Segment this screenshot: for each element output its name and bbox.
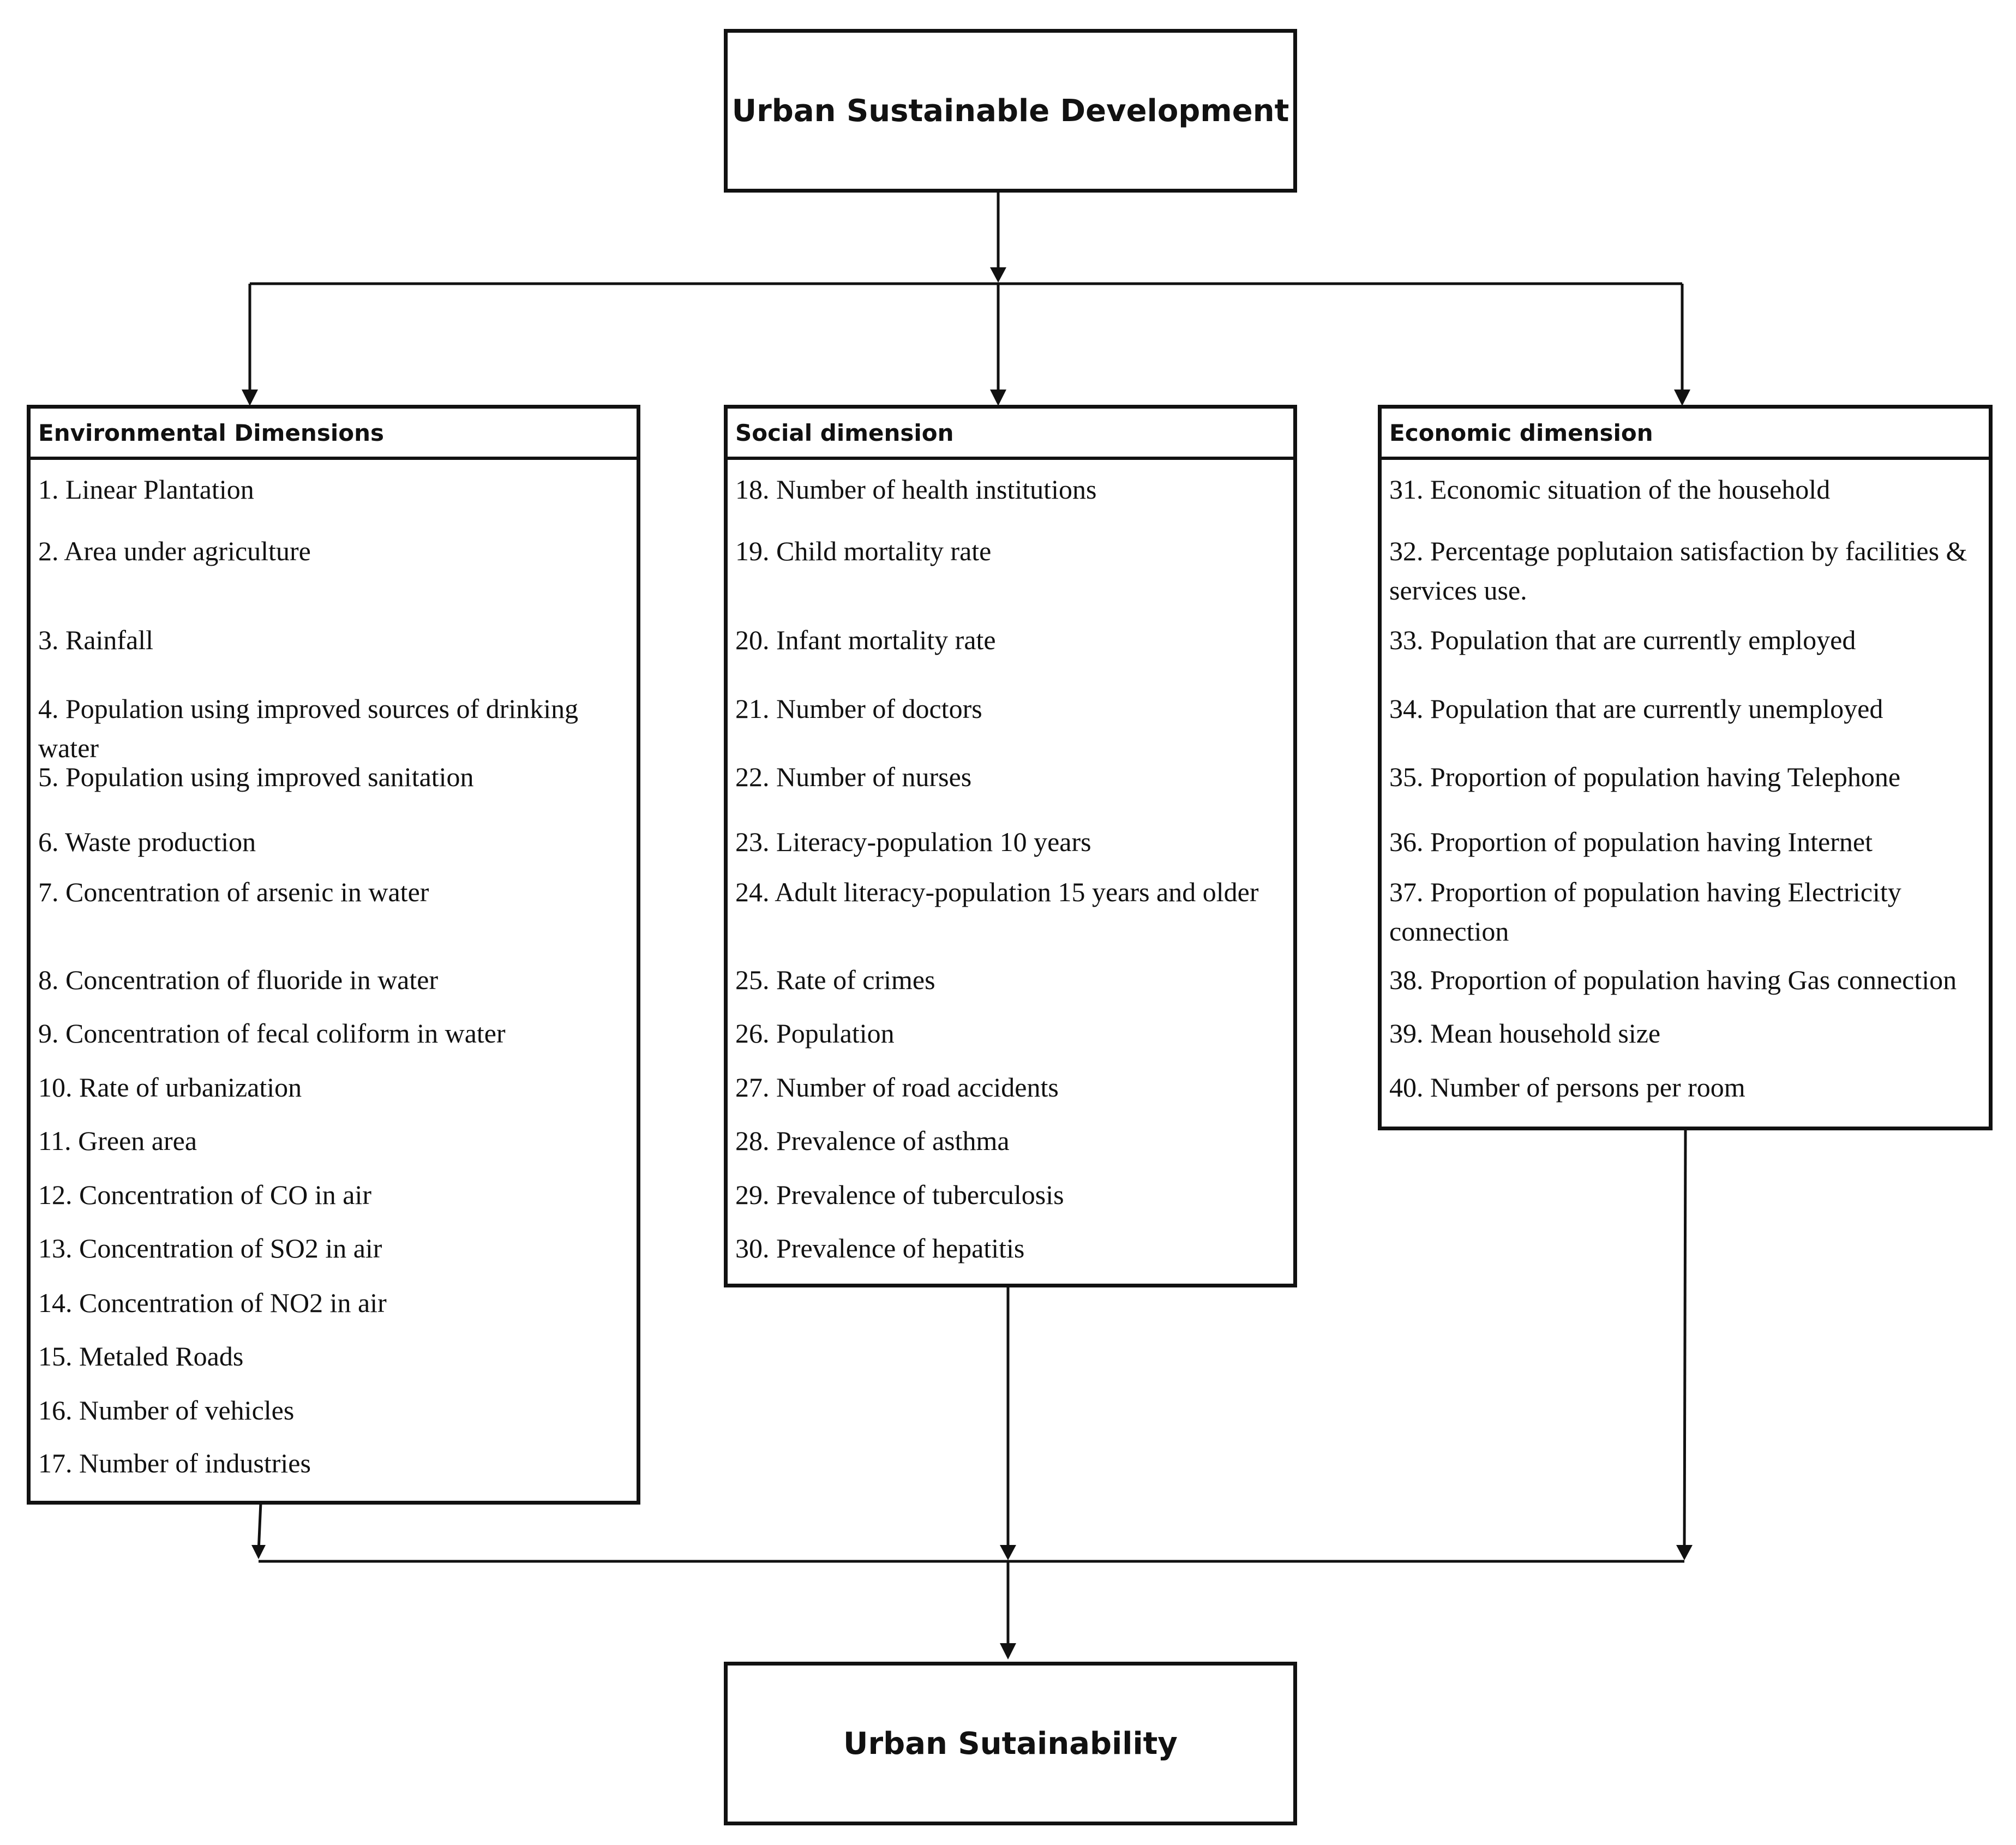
environmental-dimension-box: Environmental Dimensions 1. Linear Plant…	[27, 405, 640, 1505]
indicator-item: 6. Waste production	[38, 826, 256, 857]
indicator-item: 5. Population using improved sanitation	[38, 762, 474, 792]
indicator-item: 40. Number of persons per room	[1389, 1072, 1745, 1103]
line-from-environmental	[257, 1502, 262, 1552]
arrowhead-bottom	[1000, 1643, 1016, 1660]
indicator-item: 1. Linear Plantation	[38, 474, 254, 505]
indicator-item: 2. Area under agriculture	[38, 536, 311, 566]
indicator-item: 11. Green area	[38, 1125, 197, 1156]
indicator-item: 33. Population that are currently employ…	[1389, 625, 1856, 655]
indicator-item: 31. Economic situation of the household	[1389, 474, 1831, 505]
indicator-item: 39. Mean household size	[1389, 1018, 1661, 1049]
indicator-item: 38. Proportion of population having Gas …	[1389, 965, 1957, 995]
economic-dimension-box: Economic dimension 31. Economic situatio…	[1378, 405, 1993, 1130]
bottom-node-title: Urban Sutainability	[843, 1726, 1178, 1762]
arrowhead-top	[990, 267, 1006, 283]
indicator-item: 9. Concentration of fecal coliform in wa…	[38, 1018, 506, 1049]
social-dimension-box: Social dimension 18. Number of health in…	[724, 405, 1297, 1287]
indicator-item: 18. Number of health institutions	[735, 474, 1097, 505]
indicator-item: 14. Concentration of NO2 in air	[38, 1287, 387, 1318]
indicator-item: 28. Prevalence of asthma	[735, 1125, 1010, 1156]
indicator-item: 7. Concentration of arsenic in water	[38, 877, 429, 907]
indicator-item: 27. Number of road accidents	[735, 1072, 1059, 1103]
social-dimension-title: Social dimension	[728, 409, 1293, 460]
indicator-item: 12. Concentration of CO in air	[38, 1179, 371, 1210]
indicator-item: 29. Prevalence of tuberculosis	[735, 1179, 1064, 1210]
bottom-node: Urban Sutainability	[724, 1662, 1297, 1825]
indicator-item: 25. Rate of crimes	[735, 965, 935, 995]
indicator-item: 36. Proportion of population having Inte…	[1389, 826, 1873, 857]
indicator-item: 4. Population using improved sources of …	[38, 693, 579, 763]
indicator-item: 35. Proportion of population having Tele…	[1389, 762, 1901, 792]
indicator-item: 8. Concentration of fluoride in water	[38, 965, 439, 995]
top-node-title: Urban Sustainable Development	[731, 93, 1289, 129]
top-node: Urban Sustainable Development	[724, 29, 1297, 193]
indicator-item: 21. Number of doctors	[735, 693, 982, 724]
line-from-economic	[1683, 1129, 1687, 1551]
indicator-item: 22. Number of nurses	[735, 762, 972, 792]
indicator-item: 24. Adult literacy-population 15 years a…	[735, 877, 1259, 907]
indicator-item: 16. Number of vehicles	[38, 1395, 295, 1425]
environmental-dimension-title: Environmental Dimensions	[31, 409, 637, 460]
indicator-item: 13. Concentration of SO2 in air	[38, 1233, 382, 1263]
indicator-item: 19. Child mortality rate	[735, 536, 992, 566]
indicator-item: 23. Literacy-population 10 years	[735, 826, 1091, 857]
indicator-item: 15. Metaled Roads	[38, 1341, 244, 1371]
indicator-item: 30. Prevalence of hepatitis	[735, 1233, 1025, 1263]
indicator-item: 32. Percentage poplutaion satisfaction b…	[1389, 536, 1967, 606]
economic-dimension-title: Economic dimension	[1382, 409, 1989, 460]
indicator-item: 20. Infant mortality rate	[735, 625, 996, 655]
indicator-item: 3. Rainfall	[38, 625, 154, 655]
indicator-item: 17. Number of industries	[38, 1448, 311, 1478]
indicator-item: 10. Rate of urbanization	[38, 1072, 302, 1103]
indicator-item: 26. Population	[735, 1018, 895, 1049]
indicator-item: 34. Population that are currently unempl…	[1389, 693, 1883, 724]
indicator-item: 37. Proportion of population having Elec…	[1389, 877, 1901, 947]
